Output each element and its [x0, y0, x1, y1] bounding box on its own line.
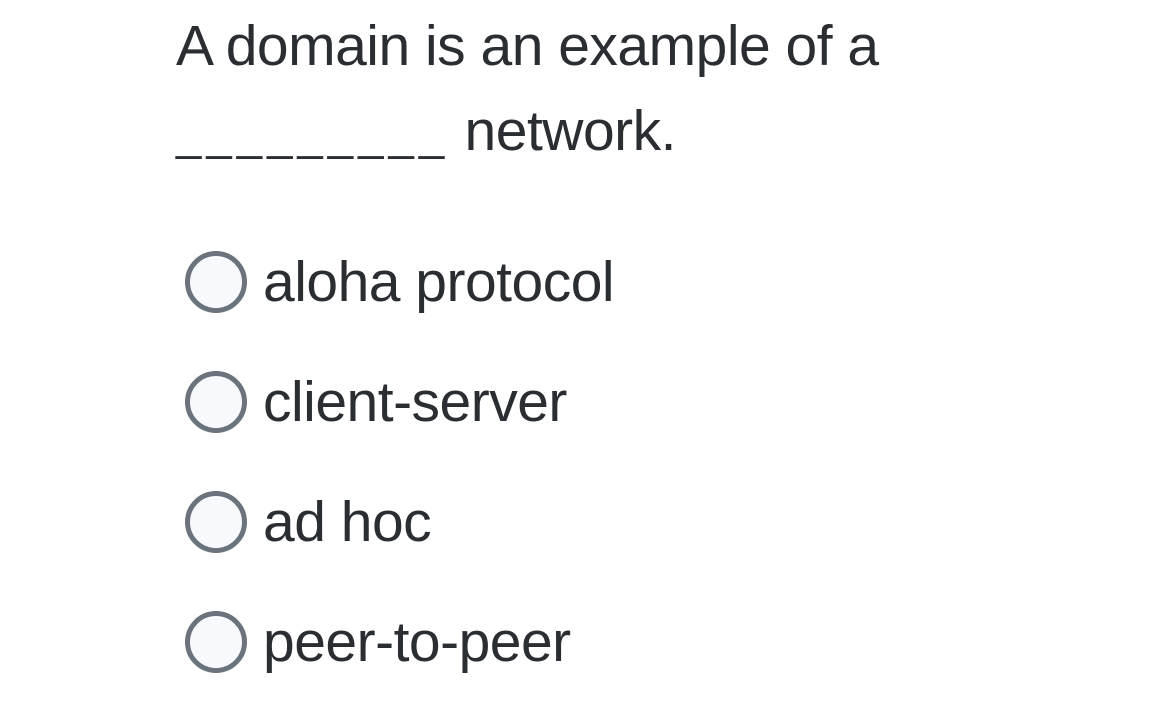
- option-label-peer-to-peer[interactable]: peer-to-peer: [263, 610, 571, 674]
- answer-options-list: aloha protocol client-server ad hoc peer…: [176, 246, 1175, 678]
- question-blank: _________: [176, 109, 450, 160]
- question-text-after-blank: network.: [449, 99, 677, 163]
- option-aloha-protocol[interactable]: aloha protocol: [185, 246, 1175, 318]
- option-label-ad-hoc[interactable]: ad hoc: [263, 490, 432, 554]
- radio-button-client-server[interactable]: [185, 371, 247, 433]
- question-text-before-blank: A domain is an example of a: [176, 14, 879, 78]
- quiz-question-container: A domain is an example of a _________ ne…: [176, 4, 1175, 678]
- question-text: A domain is an example of a _________ ne…: [176, 4, 1046, 177]
- option-peer-to-peer[interactable]: peer-to-peer: [185, 606, 1175, 678]
- option-client-server[interactable]: client-server: [185, 366, 1175, 438]
- option-ad-hoc[interactable]: ad hoc: [185, 486, 1175, 558]
- option-label-aloha-protocol[interactable]: aloha protocol: [263, 250, 615, 314]
- option-label-client-server[interactable]: client-server: [263, 370, 567, 434]
- radio-button-ad-hoc[interactable]: [185, 491, 247, 553]
- radio-button-aloha-protocol[interactable]: [185, 251, 247, 313]
- radio-button-peer-to-peer[interactable]: [185, 611, 247, 673]
